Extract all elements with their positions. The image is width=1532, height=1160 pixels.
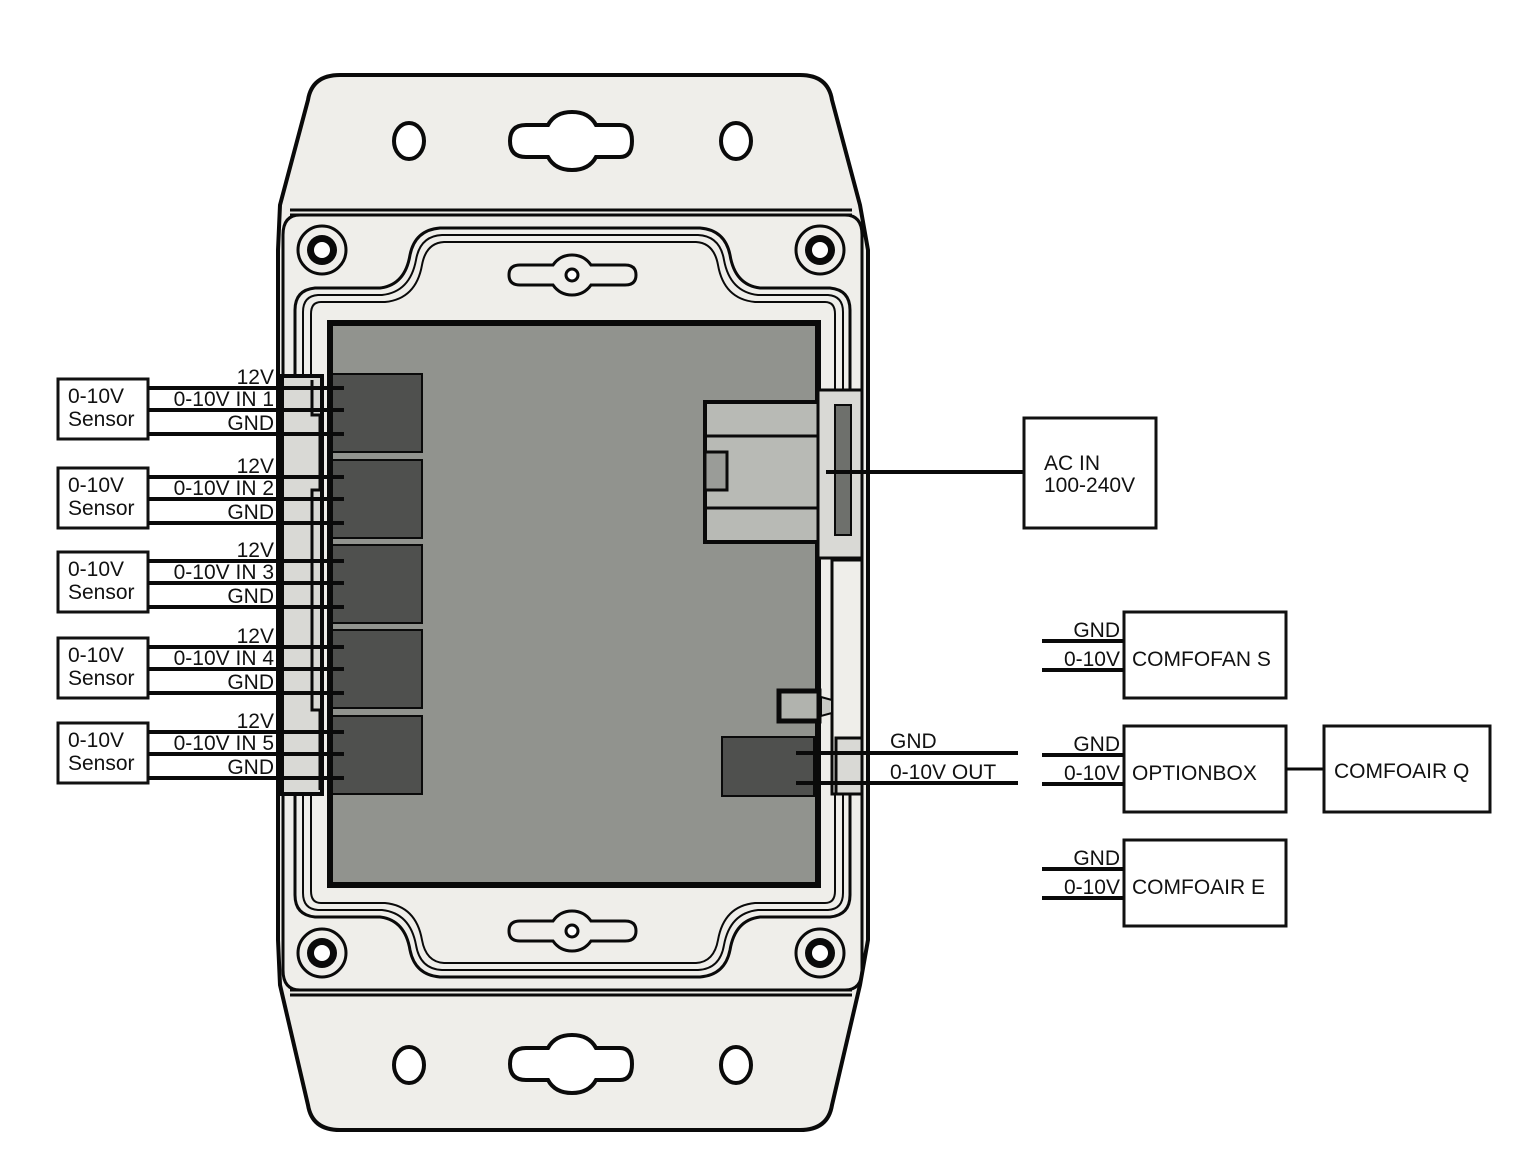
sensor-pin-12v-label: 12V	[237, 539, 274, 562]
sensor-pin-12v-label: 12V	[237, 625, 274, 648]
sensor-pin-gnd-label: GND	[227, 671, 274, 694]
ac-in-label: AC IN	[1044, 452, 1100, 475]
target-group: COMFOFAN SGND0-10VOPTIONBOXGND0-10VCOMFO…	[1042, 610, 1288, 928]
sensor-pin-gnd-label: GND	[227, 501, 274, 524]
sensor-label-line2: Sensor	[68, 752, 135, 775]
output-signal-label: 0-10V OUT	[890, 761, 996, 784]
mount-hole-top-left	[392, 121, 426, 161]
target-box	[1122, 610, 1288, 700]
device-housing	[276, 73, 870, 1132]
target-box	[1122, 724, 1288, 814]
keyhole-slot-top	[507, 109, 635, 173]
mount-hole-top-right	[719, 121, 753, 161]
terminal-block-2	[331, 459, 423, 539]
sensor-pin-12v-label: 12V	[237, 366, 274, 389]
terminal-block-3	[331, 544, 423, 624]
body-outline	[281, 213, 864, 992]
screw-bottom-left	[296, 927, 348, 979]
target-label: COMFOFAN S	[1132, 648, 1271, 671]
target-gnd-label: GND	[1073, 847, 1120, 870]
target-3: COMFOAIR E GND 0-10V	[1042, 838, 1288, 928]
comfoair-q-label: COMFOAIR Q	[1334, 760, 1469, 783]
sensor-label-line1: 0-10V	[68, 729, 124, 752]
target-label: OPTIONBOX	[1132, 762, 1257, 785]
target-signal-label: 0-10V	[1064, 876, 1120, 899]
sensor-pin-gnd-label: GND	[227, 585, 274, 608]
mount-hole-bottom-left	[392, 1045, 426, 1085]
lid-screw-bottom	[564, 923, 580, 939]
lid-screw-top	[564, 267, 580, 283]
target-gnd-label: GND	[1073, 733, 1120, 756]
power-input: AC IN 100-240V	[826, 416, 1158, 530]
left-rail-wire	[310, 380, 322, 790]
terminal-block-4	[331, 629, 423, 709]
led-lens	[820, 695, 833, 718]
sensor-box	[56, 377, 150, 441]
status-led	[776, 688, 822, 724]
keyhole-slot-bottom	[507, 1032, 635, 1096]
sensor-pin-signal-label: 0-10V IN 5	[174, 732, 274, 755]
target-2: OPTIONBOX GND 0-10V	[1042, 724, 1288, 814]
output-gnd-label: GND	[890, 730, 937, 753]
output-gland	[834, 736, 864, 796]
screw-top-left	[296, 224, 348, 276]
screw-bottom-right	[794, 927, 846, 979]
sensor-box	[56, 550, 150, 614]
target-box	[1122, 838, 1288, 928]
sensor-box	[56, 721, 150, 785]
sensor-pin-signal-label: 0-10V IN 2	[174, 477, 274, 500]
output-wires: GND 0-10V OUT	[796, 730, 1018, 785]
sensor-pin-gnd-label: GND	[227, 756, 274, 779]
gasket-channel	[293, 226, 852, 979]
sensor-pin-12v-label: 12V	[237, 710, 274, 733]
terminal-block-1	[331, 373, 423, 453]
sensor-label-line2: Sensor	[68, 408, 135, 431]
sensor-label-line1: 0-10V	[68, 644, 124, 667]
ac-in-voltage: 100-240V	[1044, 474, 1135, 497]
screw-top-right	[794, 224, 846, 276]
terminal-block-5	[331, 715, 423, 795]
sensor-pin-signal-label: 0-10V IN 4	[174, 647, 275, 670]
sensor-label-line2: Sensor	[68, 497, 135, 520]
sensor-pin-gnd-label: GND	[227, 412, 274, 435]
sensor-label-line1: 0-10V	[68, 385, 124, 408]
target-1: COMFOFAN S GND 0-10V	[1042, 610, 1288, 700]
input-terminals	[331, 373, 423, 795]
sensor-label-line2: Sensor	[68, 667, 135, 690]
ac-in-box	[1022, 416, 1158, 530]
sensor-pin-signal-label: 0-10V IN 3	[174, 561, 274, 584]
target-gnd-label: GND	[1073, 619, 1120, 642]
mount-hole-bottom-right	[719, 1045, 753, 1085]
target-label: COMFOAIR E	[1132, 876, 1265, 899]
target-signal-label: 0-10V	[1064, 762, 1120, 785]
sensor-label-line2: Sensor	[68, 581, 135, 604]
sensor-label-line1: 0-10V	[68, 558, 124, 581]
sensor-pin-12v-label: 12V	[237, 455, 274, 478]
comfoair-q-box	[1322, 724, 1492, 814]
target-signal-label: 0-10V	[1064, 648, 1120, 671]
sensor-pin-signal-label: 0-10V IN 1	[174, 388, 274, 411]
sensor-label-line1: 0-10V	[68, 474, 124, 497]
output-terminal-block	[721, 736, 815, 797]
